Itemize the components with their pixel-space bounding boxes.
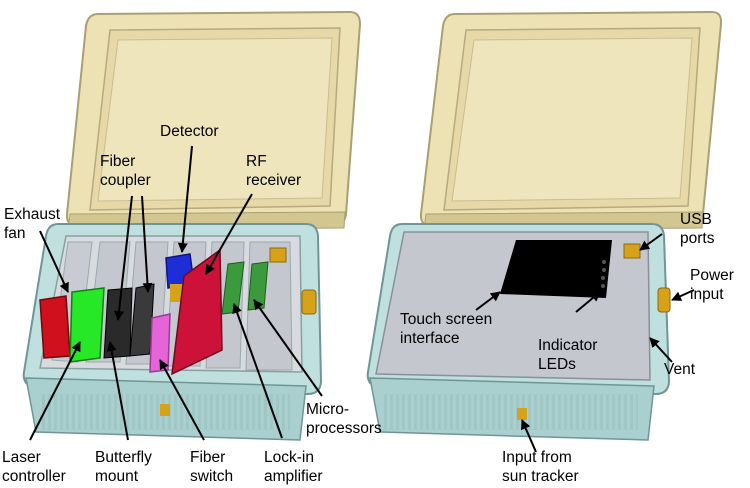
label-laser-controller: Laser controller: [2, 449, 66, 485]
label-exhaust-fan: Exhaust fan: [4, 206, 64, 242]
indicator-leds-arrow: [575, 291, 601, 313]
left-lid: [65, 10, 362, 231]
label-indicator-leds: Indicator LEDs: [538, 337, 602, 373]
fiber-coupler-arrow-2: [141, 195, 153, 293]
power-input-arrow: [671, 289, 695, 301]
butterfly-mount-box: [103, 287, 133, 359]
label-butterfly-mount: Butterfly mount: [95, 449, 156, 485]
led-3: [601, 276, 605, 280]
right-enclosure: [366, 10, 723, 441]
touch-screen: [500, 240, 612, 298]
label-fiber-switch: Fiber switch: [190, 449, 233, 485]
microprocessors-arrow: [253, 299, 323, 397]
touch-screen-arrow: [475, 291, 501, 311]
led-1: [602, 260, 606, 264]
microprocessor-board: [247, 261, 269, 311]
butterfly-mount-arrow: [106, 341, 129, 441]
label-sun-tracker: Input from sun tracker: [502, 449, 579, 485]
laser-controller-box: [39, 295, 71, 359]
label-microprocessors: Micro- processors: [306, 401, 382, 437]
label-lockin-amplifier: Lock-in amplifier: [264, 449, 323, 485]
label-vent: Vent: [664, 361, 696, 378]
sun-tracker-arrow: [521, 419, 537, 453]
laser-controller-arrow: [29, 341, 81, 441]
power-connector: [657, 287, 671, 313]
exhaust-fan-arrow: [39, 230, 69, 293]
label-power-input: Power input: [690, 267, 738, 303]
usb-connector: [623, 243, 641, 259]
label-touch-screen: Touch screen interface: [400, 311, 497, 347]
led-2: [602, 268, 606, 272]
fiber-switch-arrow: [159, 359, 205, 441]
led-4: [601, 284, 605, 288]
sun-tracker-connector: [517, 408, 527, 420]
label-usb-ports: USB ports: [680, 211, 716, 247]
label-detector: Detector: [160, 123, 219, 140]
left-connector: [269, 247, 287, 263]
left-enclosure: [22, 10, 362, 441]
fiber-switch-box: [149, 313, 171, 373]
detector-mount: [170, 284, 184, 302]
detector-arrow: [177, 145, 193, 253]
vent-arrow: [649, 337, 673, 363]
labels: Exhaust fan Fiber coupler Detector RF re…: [2, 123, 738, 485]
leader-lines: [29, 145, 695, 453]
lockin-amplifier-arrow: [232, 303, 283, 439]
right-lid: [419, 10, 723, 231]
rf-receiver-box: [171, 248, 223, 376]
fiber-coupler-arrow-1: [114, 195, 133, 321]
rf-receiver-arrow: [205, 193, 253, 275]
usb-ports-arrow: [639, 233, 663, 251]
label-rf-receiver: RF receiver: [246, 153, 301, 189]
right-base: [366, 223, 671, 441]
label-fiber-coupler: Fiber coupler: [100, 153, 151, 189]
